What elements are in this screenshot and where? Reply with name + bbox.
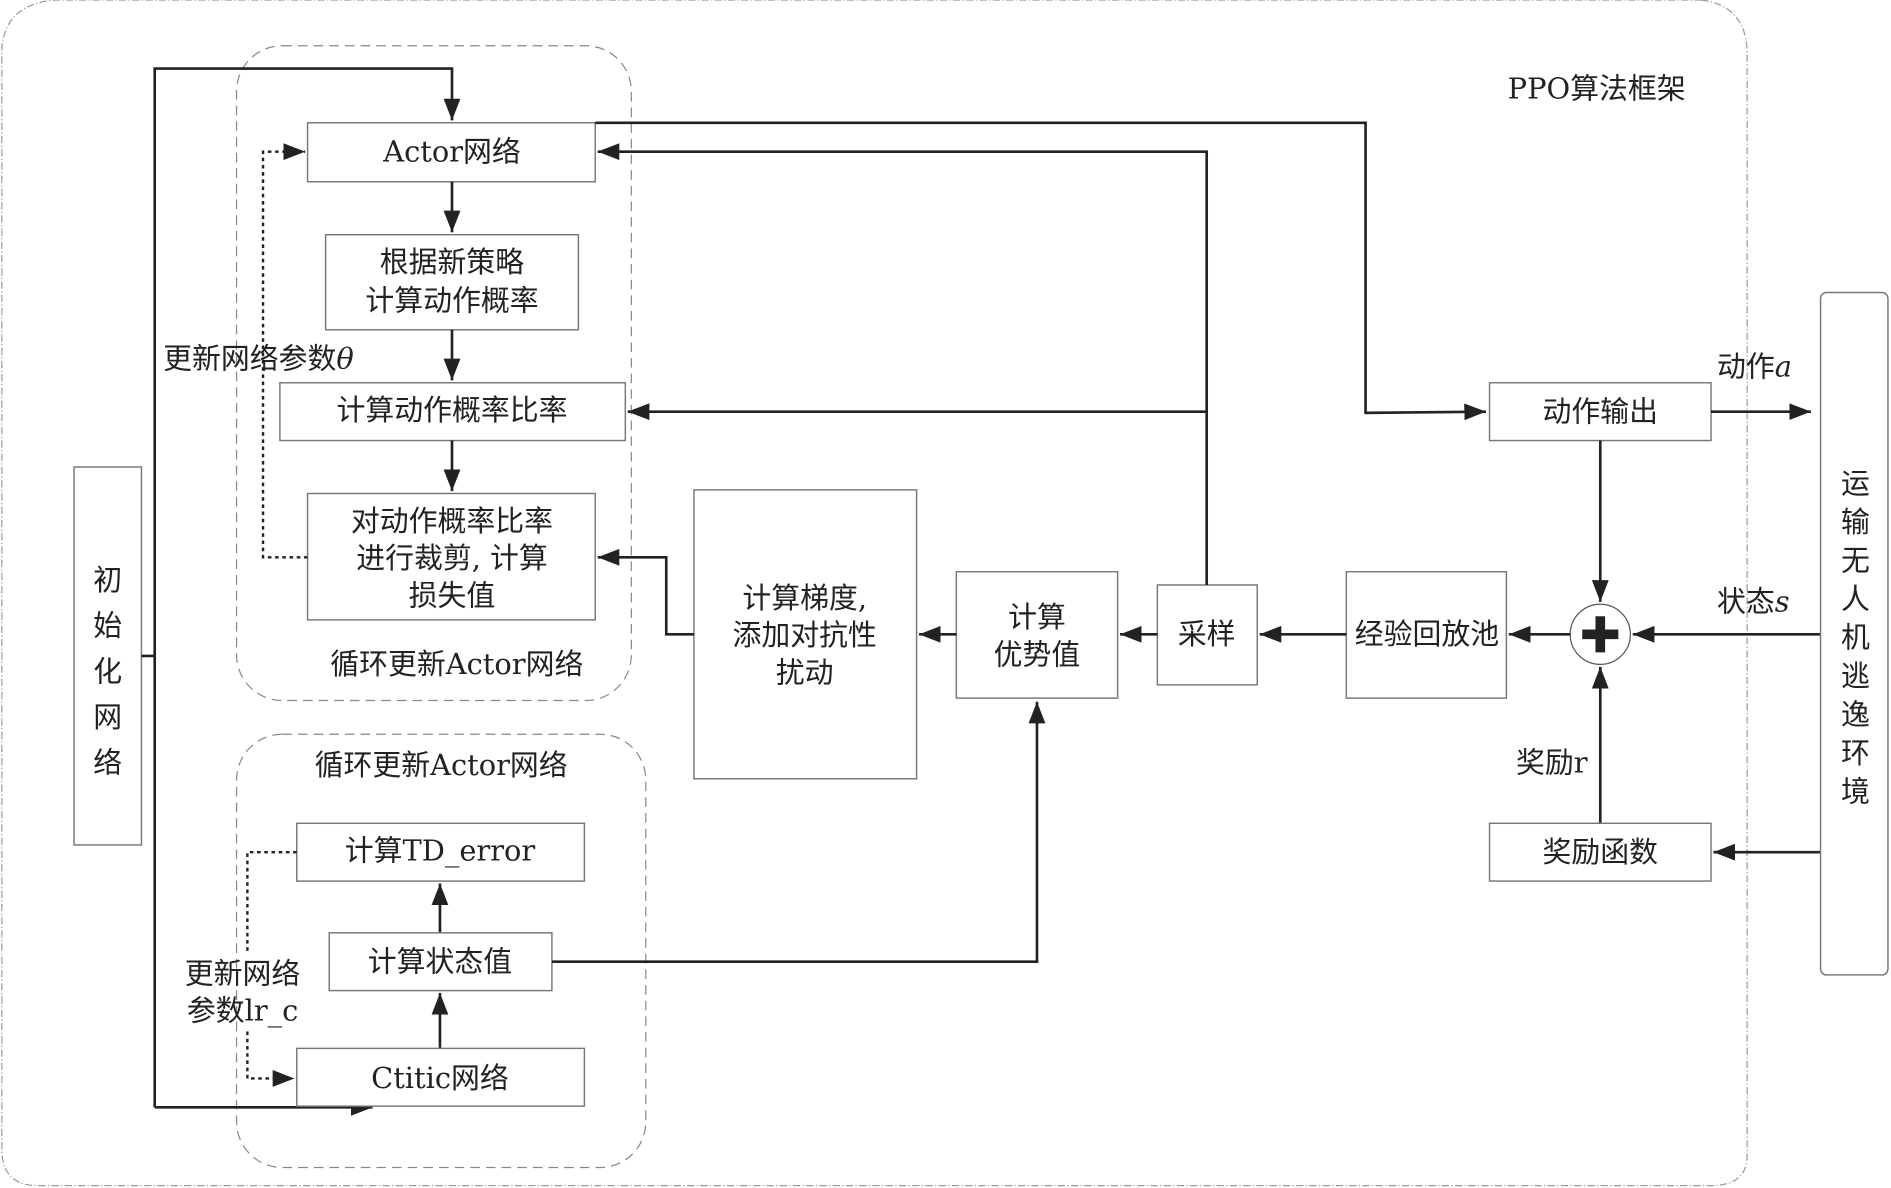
gradient-line-3: 扰动 <box>776 655 834 689</box>
actor-group-label: 循环更新Actor网络 <box>330 647 583 681</box>
td-error-box <box>296 822 586 882</box>
clip-loss-line-3: 损失值 <box>409 578 496 612</box>
gradient-to-clip-arrow <box>597 548 694 636</box>
gradient-line-2: 添加对抗性 <box>732 618 876 652</box>
svg-text:环: 环 <box>1841 736 1870 770</box>
update-critic-dotted-arrow <box>246 1031 295 1087</box>
actor-to-action-output-arrow <box>595 121 1486 421</box>
svg-text:始: 始 <box>93 609 122 643</box>
replay-buffer-label: 经验回放池 <box>1355 617 1499 651</box>
environment-box <box>1819 291 1889 976</box>
svg-text:逸: 逸 <box>1841 698 1870 732</box>
advantage-box <box>955 571 1119 699</box>
update-actor-param-label: 更新网络参数θ <box>163 341 354 375</box>
state-edge-label: 状态s <box>1717 584 1790 618</box>
init-to-actor-arrow <box>141 67 452 1108</box>
critic-network-label: Ctitic网络 <box>371 1061 509 1095</box>
update-critic-param-line-1: 更新网络 <box>185 956 301 990</box>
new-policy-line-2: 计算动作概率 <box>365 284 538 318</box>
actor-group-boundary <box>235 45 632 702</box>
reward-function-box <box>1488 822 1712 882</box>
environment-label: 运 输 无 人 机 逃 逸 环 境 <box>1841 466 1870 808</box>
gradient-line-1: 计算梯度, <box>742 581 867 615</box>
svg-text:运: 运 <box>1841 466 1870 500</box>
svg-text:输: 输 <box>1841 505 1870 539</box>
actor-network-label: Actor网络 <box>382 134 521 168</box>
svg-text:人: 人 <box>1841 582 1870 616</box>
sample-label: 采样 <box>1178 617 1236 651</box>
reward-function-label: 奖励函数 <box>1543 835 1659 869</box>
new-policy-box <box>324 233 580 331</box>
advantage-line-1: 计算 <box>1008 600 1066 634</box>
critic-group-boundary <box>235 733 647 1169</box>
svg-text:机: 机 <box>1841 621 1870 655</box>
reward-edge-label: 奖励r <box>1516 746 1588 780</box>
critic-group-label: 循环更新Actor网络 <box>315 748 568 782</box>
svg-text:逃: 逃 <box>1841 659 1870 693</box>
state-value-label: 计算状态值 <box>368 944 512 978</box>
gradient-box <box>693 489 918 780</box>
critic-network-box <box>296 1047 586 1107</box>
clip-loss-line-2: 进行裁剪, 计算 <box>356 541 548 575</box>
update-critic-param-line-2: 参数lr_c <box>187 994 298 1029</box>
update-critic-dotted-top <box>246 850 297 951</box>
svg-text:络: 络 <box>93 746 122 780</box>
framework-title: PPO算法框架 <box>1508 72 1686 106</box>
action-output-box <box>1488 382 1712 442</box>
svg-text:网: 网 <box>93 700 122 734</box>
action-edge-label: 动作a <box>1717 350 1792 384</box>
new-policy-line-1: 根据新策略 <box>380 245 525 279</box>
svg-text:化: 化 <box>93 654 122 688</box>
svg-text:境: 境 <box>1841 775 1870 809</box>
update-actor-dotted-arrow <box>261 143 308 559</box>
framework-boundary <box>1 0 1748 1187</box>
action-output-label: 动作输出 <box>1543 394 1659 428</box>
init-network-box <box>73 466 143 846</box>
advantage-line-2: 优势值 <box>994 637 1081 671</box>
sample-to-actor-arrow <box>597 143 1209 585</box>
replay-buffer-box <box>1345 571 1508 699</box>
svg-text:初: 初 <box>93 563 122 597</box>
state-value-to-advantage-arrow <box>551 701 1046 964</box>
plus-circle-icon <box>1569 603 1631 666</box>
svg-text:无: 无 <box>1841 544 1870 578</box>
prob-ratio-label: 计算动作概率比率 <box>336 393 567 427</box>
td-error-label: 计算TD_error <box>345 834 536 869</box>
clip-loss-line-1: 对动作概率比率 <box>351 504 553 538</box>
state-value-box <box>328 932 553 992</box>
init-network-label: 初 始 化 网 络 <box>93 563 122 780</box>
